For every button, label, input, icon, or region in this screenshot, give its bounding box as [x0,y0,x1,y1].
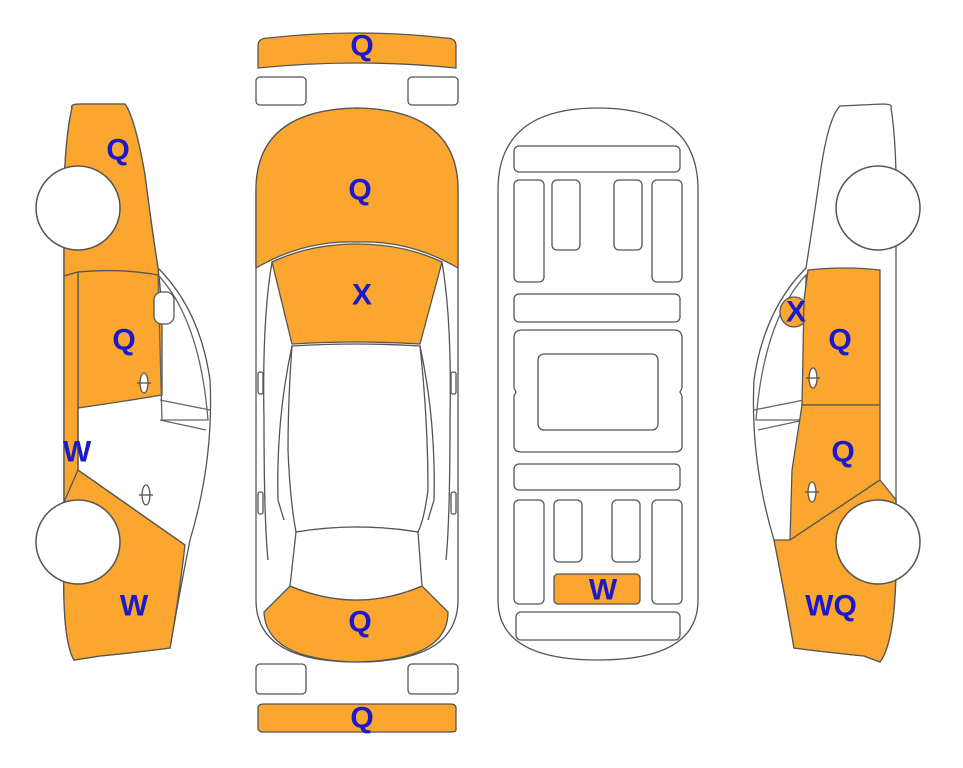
marker-rear-bumper: Q [350,702,373,735]
front-right-light [407,76,459,106]
hood-damage [255,107,459,270]
marker-left-front-door: Q [112,324,135,357]
marker-left-rocker: W [63,436,92,469]
rear-left-light [255,663,307,695]
rear-crossmember-damage [553,573,641,605]
marker-front-bumper: Q [350,30,373,63]
roof [287,343,429,533]
marker-left-rear-quarter: W [120,590,149,623]
marker-left-front-fender: Q [106,134,129,167]
rear-bumper-damage [257,703,457,733]
front-bumper-damage [257,32,457,69]
top-view [255,32,459,733]
marker-windshield-cowl: X [352,279,372,312]
marker-underbody-crossmember: W [589,574,618,607]
left-window [157,273,209,421]
damage-markers: Q Q W W Q Q X Q Q W X Q Q WQ [63,30,857,735]
rear-right-light [407,663,459,695]
marker-right-door-edge: X [786,296,806,329]
marker-right-rear-quarter: WQ [805,590,857,623]
left-rear-wheel [35,499,121,585]
marker-hood: Q [348,174,371,207]
marker-trunk: Q [348,606,371,639]
marker-right-front-door: Q [828,324,851,357]
left-front-door-damage [77,269,163,409]
windshield-cowl-damage [271,243,443,345]
left-side-view [35,103,212,661]
underbody-view [497,107,699,661]
front-left-light [255,76,307,106]
left-front-wheel [35,165,121,251]
right-rear-wheel [835,499,921,585]
marker-right-rear-door: Q [831,436,854,469]
right-front-wheel [835,165,921,251]
right-side-view [752,103,921,663]
